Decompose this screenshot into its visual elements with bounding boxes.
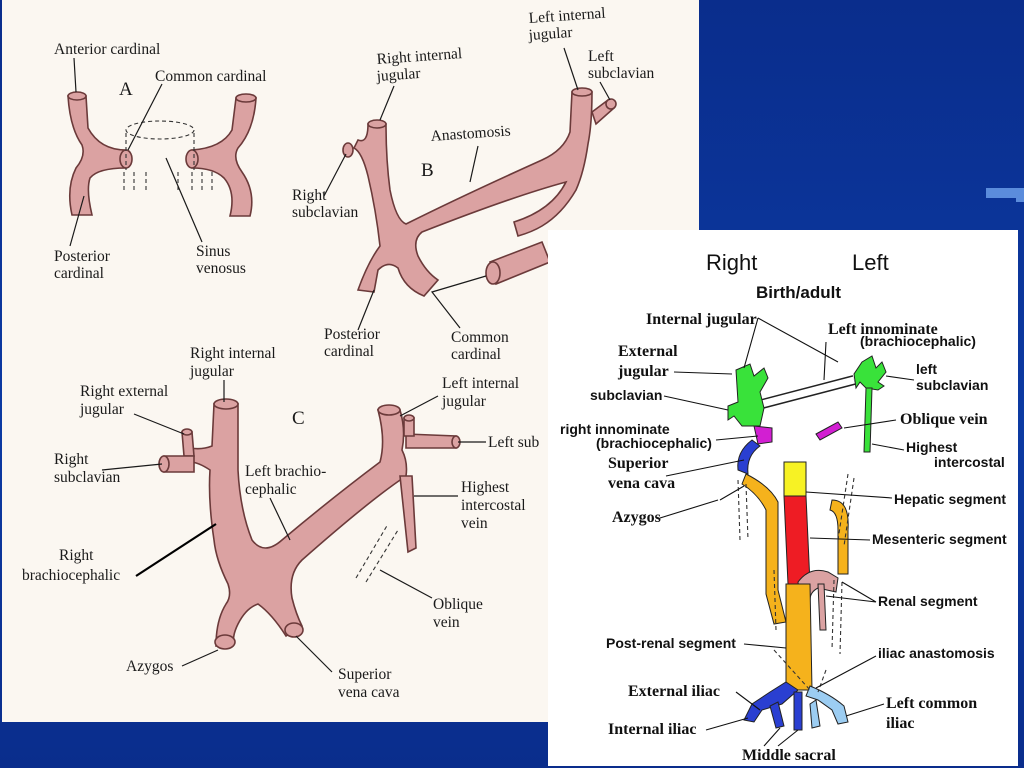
left-common-iliac-label-1: Left common bbox=[886, 695, 977, 712]
left-subclavian-label-c: Left sub bbox=[488, 434, 539, 451]
diagram-b-letter: B bbox=[421, 160, 434, 181]
external-jugular-label-1: External bbox=[618, 343, 678, 360]
right-innominate-label: right innominate bbox=[560, 421, 670, 437]
anastomosis-label: Anastomosis bbox=[430, 122, 511, 145]
common-cardinal-label-b-2: cardinal bbox=[451, 346, 501, 363]
internal-iliac-label: Internal iliac bbox=[608, 721, 696, 738]
right-subclavian-label-b-1: Right bbox=[292, 187, 327, 204]
accent-bar bbox=[986, 188, 1024, 198]
right-brachiocephalic-label-1: Right bbox=[59, 547, 94, 564]
birth-adult-title: Birth/adult bbox=[756, 283, 841, 302]
sinus-venosus-label-2: venosus bbox=[196, 260, 246, 277]
right-subclavian-label-b-2: subclavian bbox=[292, 204, 359, 221]
highest-intercostal-label-1: Highest bbox=[906, 439, 958, 455]
right-external-jugular-label-2: jugular bbox=[79, 401, 125, 418]
mesenteric-segment-red bbox=[783, 495, 811, 585]
right-brachiocephalic-annotation: Right brachiocephalic bbox=[22, 523, 217, 584]
azygos-label: Azygos bbox=[612, 509, 661, 526]
highest-intercostal-label-c-3: vein bbox=[461, 515, 488, 532]
highest-intercostal-label-2: intercostal bbox=[934, 454, 1005, 470]
subclavian-label: subclavian bbox=[590, 387, 662, 403]
left-supracardinal-orange bbox=[829, 499, 849, 575]
internal-jugular-label: Internal jugular bbox=[646, 311, 757, 328]
left-common-iliac-label-2: iliac bbox=[886, 715, 914, 732]
svc-label-1: Superior bbox=[608, 455, 668, 472]
hepatic-segment-yellow bbox=[783, 461, 807, 497]
posterior-cardinal-label-a-1: Posterior bbox=[54, 248, 111, 265]
left-side-label: Left bbox=[852, 250, 889, 275]
hepatic-segment-label: Hepatic segment bbox=[894, 491, 1006, 507]
anterior-cardinal-label: Anterior cardinal bbox=[54, 41, 160, 58]
svc-label-2: vena cava bbox=[608, 475, 675, 492]
diagram-c: C Right internal jugular Right external … bbox=[54, 345, 539, 701]
posterior-cardinal-label-b-2: cardinal bbox=[324, 343, 374, 360]
superior-vena-cava-blue bbox=[737, 439, 761, 475]
right-internal-jugular-label-b-2: jugular bbox=[375, 65, 422, 85]
left-subclavian-label-b-1: Left bbox=[588, 48, 615, 65]
oblique-vein-label: Oblique vein bbox=[900, 411, 988, 428]
a-anterior-cardinal-left-end bbox=[67, 91, 87, 101]
diagram-b: B Left internal jugular Right internal j… bbox=[292, 5, 655, 363]
left-internal-jugular-label-b-2: jugular bbox=[527, 24, 574, 44]
left-innominate-paren-label: (brachiocephalic) bbox=[860, 333, 976, 349]
accent-square bbox=[1016, 188, 1024, 202]
birth-adult-veins-diagram: Right Left Birth/adult Internal jugular … bbox=[560, 250, 1007, 764]
svc-label-c-2: vena cava bbox=[338, 684, 400, 701]
left-subclavian-label-2: subclavian bbox=[916, 377, 988, 393]
right-internal-jugular-label-c-2: jugular bbox=[189, 363, 235, 380]
highest-intercostal-label-c-1: Highest bbox=[461, 479, 510, 496]
posterior-cardinal-label-a-2: cardinal bbox=[54, 265, 104, 282]
right-internal-jugular-label-b-1: Right internal bbox=[376, 45, 463, 68]
highest-intercostal-green bbox=[863, 387, 873, 453]
right-jugular-subclavian-green bbox=[727, 363, 769, 427]
external-jugular-label-2: jugular bbox=[617, 363, 669, 380]
iliac-anastomosis-label: iliac anastomosis bbox=[878, 645, 995, 661]
azygos-label-c: Azygos bbox=[126, 658, 173, 675]
right-side-label: Right bbox=[706, 250, 757, 275]
external-iliac-label: External iliac bbox=[628, 683, 720, 700]
post-renal-segment-label: Post-renal segment bbox=[606, 635, 736, 651]
right-subclavian-label-c-2: subclavian bbox=[54, 469, 121, 486]
left-subclavian-label-b-2: subclavian bbox=[588, 65, 655, 82]
oblique-vein-magenta bbox=[815, 421, 843, 441]
birth-adult-diagram-panel: Right Left Birth/adult Internal jugular … bbox=[548, 230, 1018, 766]
common-cardinal-label-a: Common cardinal bbox=[155, 68, 267, 85]
middle-sacral-blue bbox=[793, 691, 803, 731]
left-innominate-vessel bbox=[761, 376, 855, 408]
right-external-jugular-label-1: Right external bbox=[80, 383, 168, 400]
left-subclavian-label-1: left bbox=[916, 361, 937, 377]
post-renal-segment-orange bbox=[785, 583, 813, 691]
left-jugular-subclavian-green bbox=[853, 355, 887, 391]
right-brachiocephalic-label-2: brachiocephalic bbox=[22, 567, 120, 584]
renal-segment-label: Renal segment bbox=[878, 593, 978, 609]
right-innominate-magenta bbox=[753, 425, 773, 445]
veins-development-figure: A Anterior cardinal Common cardinal Post… bbox=[22, 5, 655, 701]
left-internal-jugular-label-c-1: Left internal bbox=[442, 375, 519, 392]
right-internal-jugular-label-c-1: Right internal bbox=[190, 345, 276, 362]
sinus-venosus-label-1: Sinus bbox=[196, 243, 230, 260]
right-innominate-paren-label: (brachiocephalic) bbox=[596, 435, 712, 451]
diagram-c-letter: C bbox=[292, 408, 305, 429]
azygos-orange bbox=[741, 473, 787, 625]
common-cardinal-label-b-1: Common bbox=[451, 329, 509, 346]
diagram-a: A Anterior cardinal Common cardinal Post… bbox=[54, 41, 267, 282]
svc-label-c-1: Superior bbox=[338, 666, 392, 683]
left-innominate-label: Left innominate bbox=[828, 321, 938, 338]
left-internal-jugular-label-b-1: Left internal bbox=[528, 5, 606, 27]
left-internal-jugular-label-c-2: jugular bbox=[441, 393, 487, 410]
left-brachiocephalic-label-1: Left brachio- bbox=[245, 463, 326, 480]
right-iliac-blue bbox=[743, 681, 799, 723]
highest-intercostal-label-c-2: intercostal bbox=[461, 497, 526, 514]
posterior-cardinal-label-b-1: Posterior bbox=[324, 326, 381, 343]
left-common-iliac-lightblue bbox=[805, 685, 849, 725]
mesenteric-segment-label: Mesenteric segment bbox=[872, 531, 1007, 547]
annotation-pointer-line bbox=[135, 523, 217, 577]
left-brachiocephalic-label-2: cephalic bbox=[245, 481, 297, 498]
oblique-vein-label-c-2: vein bbox=[433, 614, 460, 631]
diagram-a-letter: A bbox=[119, 79, 133, 100]
right-subclavian-label-c-1: Right bbox=[54, 451, 89, 468]
middle-sacral-label: Middle sacral bbox=[742, 747, 836, 764]
oblique-vein-label-c-1: Oblique bbox=[433, 596, 483, 613]
